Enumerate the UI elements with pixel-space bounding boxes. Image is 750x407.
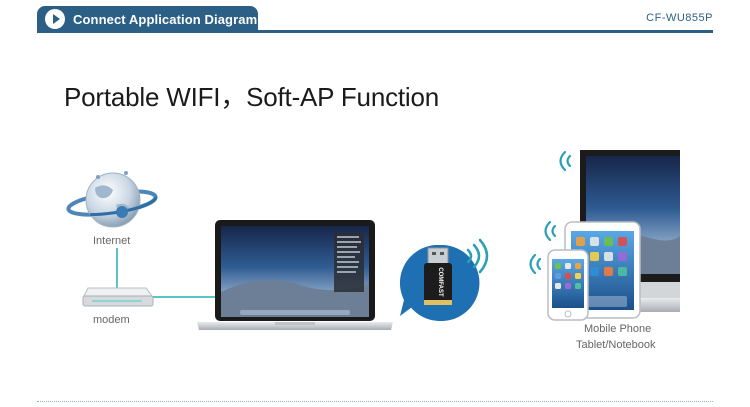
header-line [37,30,713,33]
phone-wifi-icon [529,253,542,275]
wifi-adapter-bubble: COMFAST [399,244,480,321]
monitor-wifi-icon [559,150,572,172]
wifi-signal-icon [466,238,489,274]
laptop-icon [197,220,393,330]
mobile-phone-label: Mobile Phone [584,323,652,335]
tablet-wifi-icon [544,220,557,242]
play-icon [45,9,65,29]
header-tab: Connect Application Diagram [37,6,258,32]
connector-lines [116,248,215,298]
usb-adapter-icon: COMFAST [424,247,452,305]
tablet-notebook-label: Tablet/Notebook [576,339,656,351]
internet-globe-icon [66,171,158,228]
modem-label: modem [93,314,130,326]
footer-divider [37,401,713,402]
model-number: CF-WU855P [646,12,713,24]
header-title: Connect Application Diagram [73,11,258,27]
adapter-brand: COMFAST [437,267,443,297]
phone-icon [547,249,589,321]
tablet-icon [564,221,641,319]
internet-label: Internet [93,235,131,247]
page-title: Portable WIFI，Soft-AP Function [64,82,439,112]
modem-icon [82,287,154,307]
